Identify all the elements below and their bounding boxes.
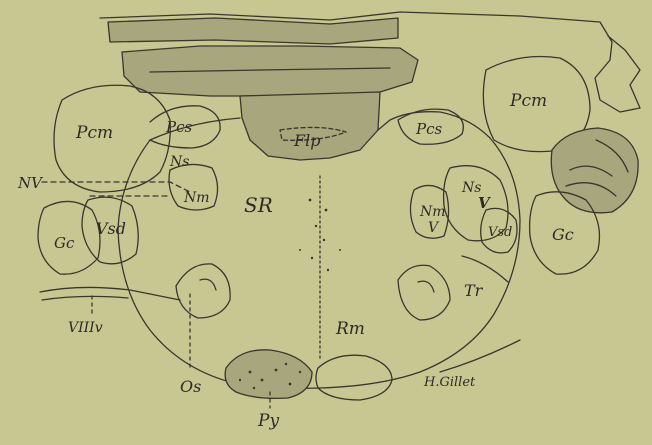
label-pcs-right: Pcs [415, 120, 442, 138]
label-nv: NV [17, 174, 44, 192]
pyramid-right [316, 355, 392, 400]
olive-left [176, 264, 230, 318]
label-pcs-left: Pcs [165, 118, 192, 136]
label-gc-right: Gc [552, 225, 574, 244]
olive-left-inner [200, 279, 216, 290]
tract-right [462, 256, 508, 282]
label-pcm-right: Pcm [509, 91, 547, 111]
label-vsd-right: Vsd [488, 225, 512, 240]
label-nm-right: Nm [419, 204, 446, 220]
vermis-upper-band [108, 18, 398, 44]
label-ns-left: Ns [169, 154, 189, 170]
label-v-upper: V [478, 194, 491, 212]
label-v-lower: V [428, 220, 440, 236]
pyramid-left [225, 350, 312, 399]
label-py: Py [257, 411, 279, 431]
label-pcm-left: Pcm [75, 123, 113, 143]
fibre-bundle-left-2 [42, 296, 128, 300]
olive-right-inner [418, 281, 434, 292]
pons-inner-left [150, 118, 240, 140]
flocculus-right [551, 128, 638, 213]
label-nm-left: Nm [183, 190, 210, 206]
label-signature: H.Gillet [423, 375, 476, 390]
label-vsd-left: Vsd [96, 219, 126, 238]
label-tr: Tr [464, 281, 484, 300]
vermis-lower-band [122, 46, 418, 96]
label-os: Os [180, 377, 201, 396]
label-gc-left: Gc [54, 234, 75, 252]
label-sr: SR [244, 193, 273, 217]
label-viiiv: VIIIv [68, 320, 103, 336]
label-rm: Rm [335, 319, 365, 339]
label-flp: Flp [293, 131, 320, 150]
olive-right [398, 265, 450, 320]
